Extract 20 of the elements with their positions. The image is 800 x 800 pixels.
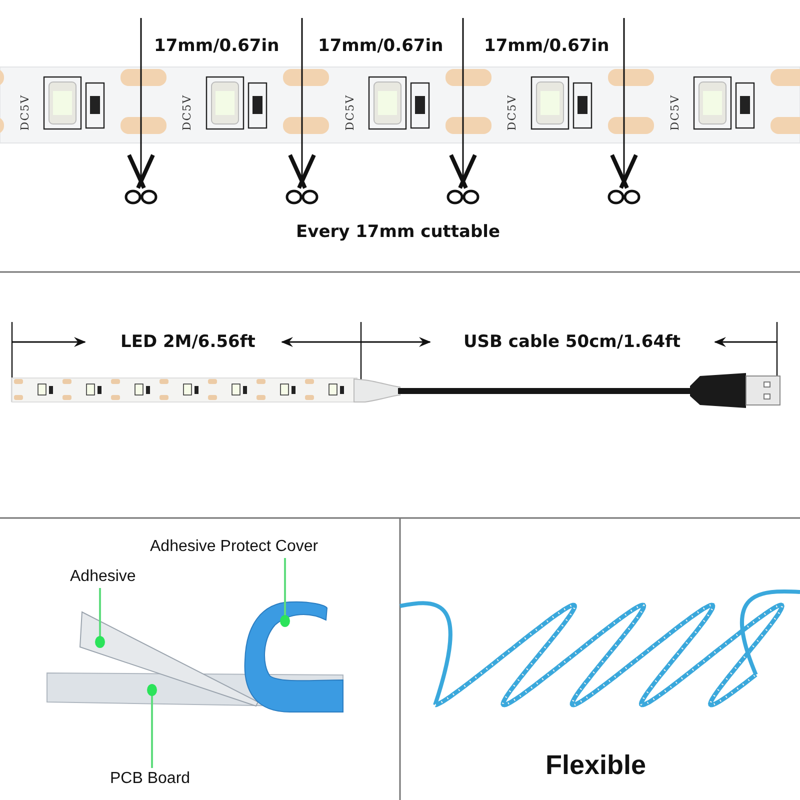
dimension-label: LED 2M/6.56ft <box>120 332 256 352</box>
voltage-marking: DC5V <box>180 94 194 130</box>
voltage-marking: DC5V <box>344 94 357 130</box>
callout-label: Adhesive <box>70 568 136 586</box>
protect-cover-drawing <box>243 600 346 713</box>
voltage-marking: DC5V <box>506 94 519 130</box>
leader-line <box>147 684 157 768</box>
caption-text: Every 17mm cuttable <box>296 222 500 242</box>
callout-label: Adhesive Protect Cover <box>150 538 318 556</box>
leader-line <box>95 588 105 648</box>
adhesive-layer-drawing <box>78 610 260 708</box>
dimension-label: USB cable 50cm/1.64ft <box>464 332 681 352</box>
voltage-marking: DC5V <box>18 94 32 130</box>
leader-line <box>280 558 290 627</box>
caption-text: Flexible <box>546 750 646 780</box>
callout-label: PCB Board <box>110 770 190 788</box>
dimension-label: 17mm/0.67in <box>484 36 610 56</box>
voltage-marking: DC5V <box>668 94 682 130</box>
dimension-label: 17mm/0.67in <box>318 36 444 56</box>
dimension-label: 17mm/0.67in <box>154 36 280 56</box>
